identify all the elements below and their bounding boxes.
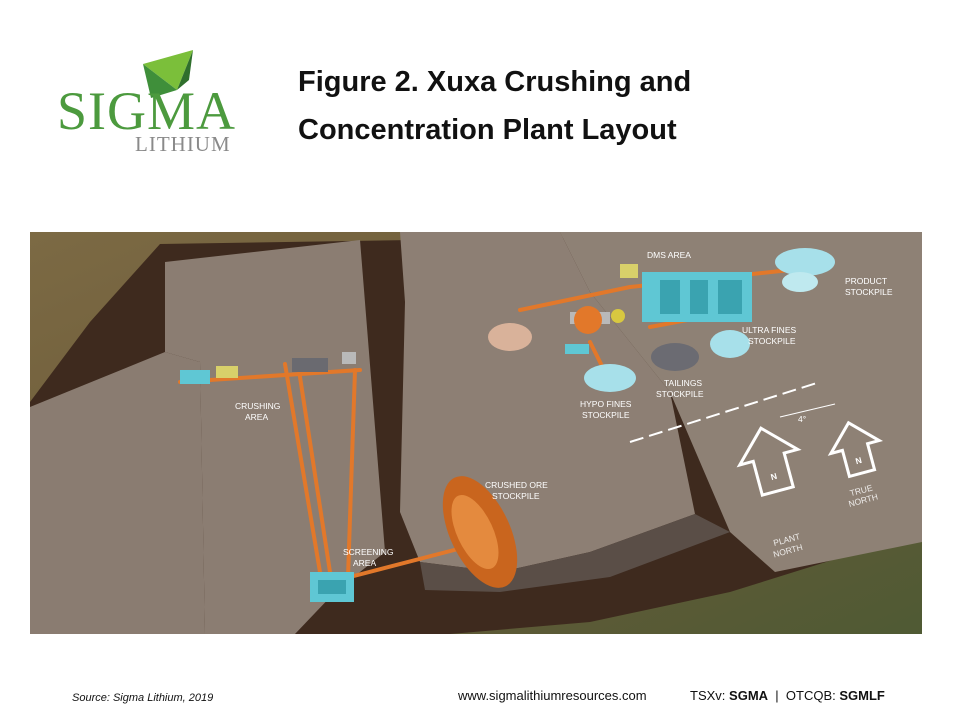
crusher-unit-3 [292,358,328,372]
figure-title-line-2: Concentration Plant Layout [298,114,677,146]
logo-subtitle: LITHIUM [135,132,231,156]
lower-left-pad [30,352,205,634]
label-product-stockpile: PRODUCT STOCKPILE [845,276,893,297]
logo-mark-icon [143,50,193,98]
hypo-fines-stockpile [584,364,636,392]
scale-bar [629,381,821,443]
label-screening-area: SCREENING AREA [343,547,396,568]
angle-indicator [779,403,836,418]
logo-wordmark: SIGMA [57,81,237,141]
tsx-symbol: SGMA [729,688,769,703]
screening-equipment [310,572,354,602]
crusher-unit-2 [216,366,238,378]
dms-module-1 [660,280,680,314]
process-tank [611,309,625,323]
screen-unit-2 [318,580,346,594]
otc-label: OTCQB: [785,688,836,703]
crushed-ore-stockpile-highlight [451,494,499,570]
label-dms-area: DMS AREA [647,250,691,260]
otc-symbol: SGMLF [839,688,885,703]
svg-text:N: N [770,471,779,482]
website-url: www.sigmalithiumresources.com [458,688,647,703]
label-hypo-fines-stockpile: HYPO FINES STOCKPILE [580,399,634,420]
crusher-unit-4 [342,352,356,364]
dms-unit-yellow [620,264,638,278]
figure-title-line-1: Figure 2. Xuxa Crushing and [298,66,692,98]
tailings-stockpile [651,343,699,371]
tsx-label: TSXv: [690,688,726,703]
label-ultra-fines-stockpile: ULTRA FINES STOCKPILE [742,325,799,346]
conveyor-to-screening-2 [296,362,332,574]
svg-text:N: N [854,455,863,466]
ticker-separator: | [775,688,779,703]
true-north-arrow-icon: N [827,420,884,479]
crushing-pad [165,240,385,634]
dms-module-3 [718,280,742,314]
conveyor-to-screening-1 [283,362,322,574]
figure-title: Figure 2. Xuxa Crushing and Concentratio… [298,58,858,154]
source-note: Source: Sigma Lithium, 2019 [72,692,214,704]
label-crushed-ore-stockpile: CRUSHED ORE STOCKPILE [485,480,550,501]
dms-module-2 [690,280,708,314]
crusher-unit-1 [180,370,210,384]
label-tailings-stockpile: TAILINGS STOCKPILE [656,378,704,399]
feed-conveyor [518,285,632,312]
label-angle: 4° [798,414,806,424]
label-crushing-area: CRUSHING AREA [235,401,283,422]
plant-layout-figure: N N DMS AREA PRODUCT STOCKPILE ULTRA FIN… [30,232,922,634]
crushing-equipment [180,352,356,384]
feed-stockpile [488,323,532,351]
company-logo: SIGMA LITHIUM [55,50,245,160]
conveyor-to-screening-3 [346,368,357,579]
plant-layout-diagram: N N DMS AREA PRODUCT STOCKPILE ULTRA FIN… [30,232,922,634]
hypo-screen [565,344,589,354]
plant-north-arrow-icon: N [736,426,802,497]
thickener-tank [574,306,602,334]
ultra-fines-stockpile [710,330,750,358]
product-stockpile-2 [782,272,818,292]
ticker-symbols: TSXv: SGMA | OTCQB: SGMLF [690,688,885,703]
dms-plant-equipment [565,264,752,354]
product-stockpile [775,248,835,276]
